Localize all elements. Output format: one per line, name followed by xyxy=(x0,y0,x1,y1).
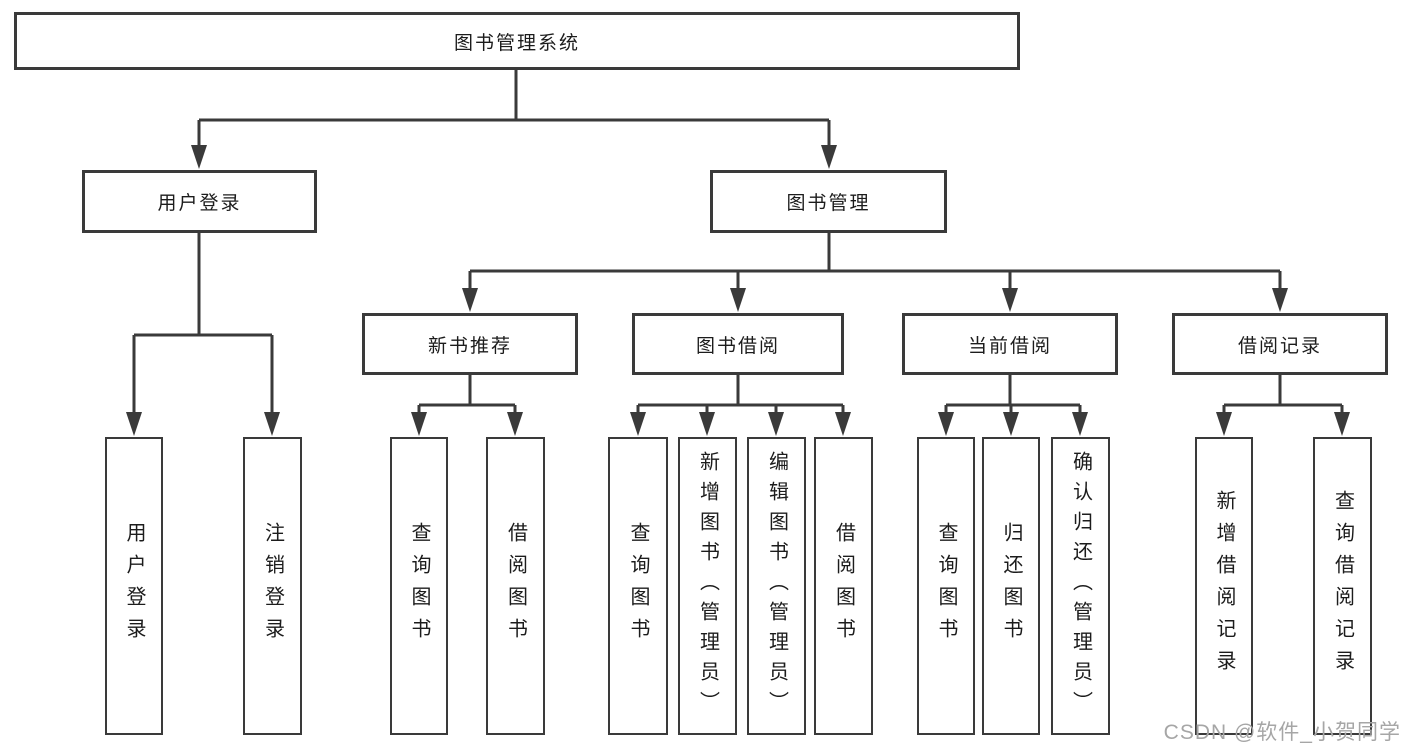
leaf-return-book: 归还图书 xyxy=(982,437,1040,735)
node-user-login: 用户登录 xyxy=(82,170,317,233)
leaf-add-borrow-record-label: 新增借阅记录 xyxy=(1213,490,1235,682)
leaf-borrow-books-2: 借阅图书 xyxy=(814,437,873,735)
leaf-borrow-books-1: 借阅图书 xyxy=(486,437,545,735)
csdn-watermark: CSDN @软件_小贺同学 xyxy=(1163,721,1401,744)
node-user-login-label: 用户登录 xyxy=(157,193,242,214)
node-new-book-recommend-label: 新书推荐 xyxy=(427,335,512,357)
leaf-borrow-books-2-label: 借阅图书 xyxy=(832,522,855,650)
leaf-confirm-return-admin: 确认归还（管理员） xyxy=(1051,437,1110,735)
leaf-add-book-admin-label: 新增图书（管理员） xyxy=(696,451,719,721)
leaf-query-books-2: 查询图书 xyxy=(608,437,668,735)
leaf-borrow-books-1-label: 借阅图书 xyxy=(504,522,527,650)
node-new-book-recommend: 新书推荐 xyxy=(362,313,578,375)
leaf-query-borrow-record-label: 查询借阅记录 xyxy=(1331,490,1354,682)
node-current-borrow: 当前借阅 xyxy=(902,313,1118,375)
leaf-user-login-label: 用户登录 xyxy=(123,522,145,650)
leaf-query-books-2-label: 查询图书 xyxy=(627,522,649,650)
leaf-user-login: 用户登录 xyxy=(105,437,163,735)
leaf-query-books-1: 查询图书 xyxy=(390,437,448,735)
node-root: 图书管理系统 xyxy=(14,12,1020,70)
node-borrow-records: 借阅记录 xyxy=(1172,313,1388,375)
leaf-query-books-3-label: 查询图书 xyxy=(935,522,957,650)
leaf-logout-label: 注销登录 xyxy=(261,522,284,650)
leaf-query-books-1-label: 查询图书 xyxy=(408,522,430,650)
node-book-borrow: 图书借阅 xyxy=(632,313,844,375)
node-book-borrow-label: 图书借阅 xyxy=(695,335,780,357)
node-root-label: 图书管理系统 xyxy=(453,32,580,54)
node-book-management-label: 图书管理 xyxy=(786,193,871,214)
leaf-confirm-return-admin-label: 确认归还（管理员） xyxy=(1069,451,1092,721)
leaf-logout: 注销登录 xyxy=(243,437,302,735)
leaf-edit-book-admin: 编辑图书（管理员） xyxy=(747,437,806,735)
node-borrow-records-label: 借阅记录 xyxy=(1237,335,1322,357)
node-current-borrow-label: 当前借阅 xyxy=(967,335,1052,357)
leaf-add-book-admin: 新增图书（管理员） xyxy=(678,437,737,735)
leaf-edit-book-admin-label: 编辑图书（管理员） xyxy=(765,451,788,721)
node-book-management: 图书管理 xyxy=(710,170,947,233)
leaf-query-books-3: 查询图书 xyxy=(917,437,975,735)
leaf-query-borrow-record: 查询借阅记录 xyxy=(1313,437,1372,735)
leaf-add-borrow-record: 新增借阅记录 xyxy=(1195,437,1253,735)
leaf-return-book-label: 归还图书 xyxy=(1000,522,1022,650)
